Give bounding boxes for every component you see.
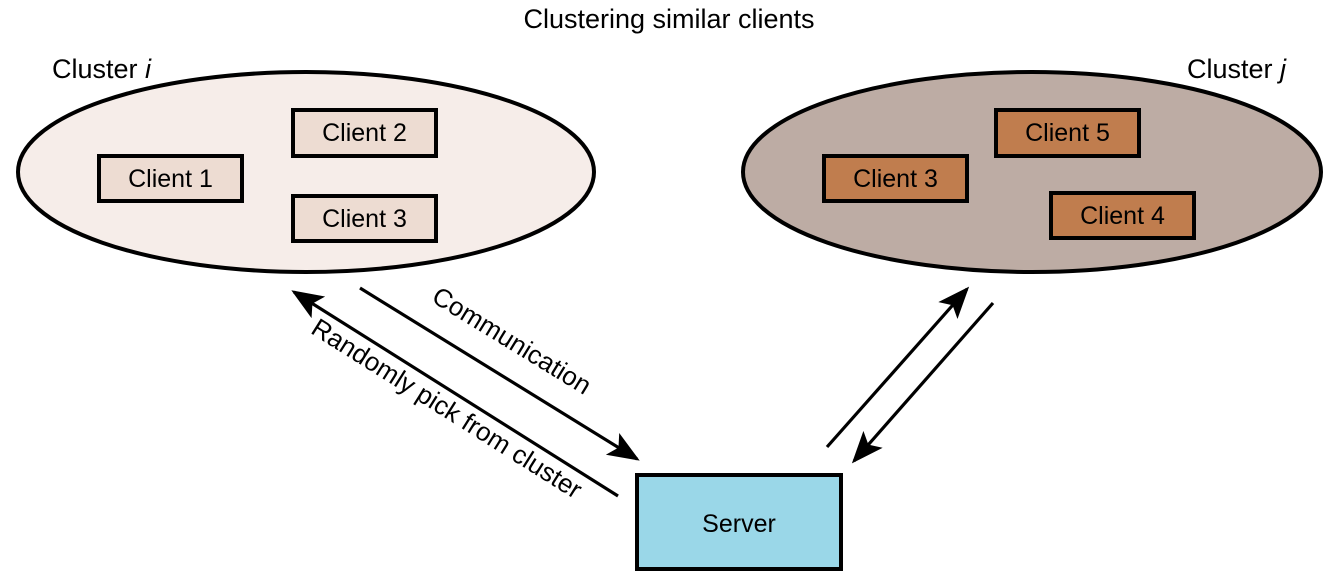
edge-cluster-j-down-line[interactable] [851,301,995,464]
node-client-3-right[interactable]: Client 3 [822,154,969,203]
cluster-i-label-index: i [145,54,152,84]
server-node[interactable]: Server [635,473,843,571]
cluster-j-label-prefix: Cluster [1187,54,1280,84]
node-client-4-box[interactable] [1049,191,1196,240]
cluster-j-label: Cluster j [1187,54,1287,84]
node-client-3-left-box[interactable] [291,194,438,243]
edge-cluster-j-up-line[interactable] [825,286,970,449]
node-client-3-right-box[interactable] [822,154,969,203]
cluster-j-group[interactable]: Cluster j Client 5 Client 3 Client 4 [741,54,1323,274]
edge-cluster-j-up[interactable] [825,286,970,449]
cluster-i-group[interactable]: Cluster i Client 2 Client 1 Client 3 [16,54,596,274]
edge-communication-line[interactable] [359,286,640,461]
edge-randomly-pick-line[interactable] [291,290,619,498]
node-client-2-label: Client 2 [322,119,407,147]
node-client-5[interactable]: Client 5 [994,108,1141,158]
node-client-1-label: Client 1 [128,165,213,193]
page-title: Clustering similar clients [523,4,814,34]
node-client-3-left-label: Client 3 [322,205,407,233]
cluster-j-label-index: j [1276,54,1287,84]
server-label: Server [702,510,776,538]
node-client-4[interactable]: Client 4 [1049,191,1196,240]
node-client-1-box[interactable] [97,154,244,203]
node-client-3-right-label: Client 3 [853,165,938,193]
node-client-5-box[interactable] [994,108,1141,158]
cluster-i-label: Cluster i [52,54,152,84]
node-client-3-left[interactable]: Client 3 [291,194,438,243]
server-box[interactable] [635,473,843,571]
cluster-i-ellipse[interactable] [16,70,596,274]
edge-randomly-pick[interactable]: Randomly pick from cluster [291,290,619,505]
cluster-i-label-prefix: Cluster [52,54,145,84]
edge-cluster-j-down[interactable] [851,301,995,464]
node-client-2[interactable]: Client 2 [291,108,438,158]
node-client-5-label: Client 5 [1025,119,1110,147]
node-client-1[interactable]: Client 1 [97,154,244,203]
node-client-2-box[interactable] [291,108,438,158]
node-client-4-label: Client 4 [1080,202,1165,230]
